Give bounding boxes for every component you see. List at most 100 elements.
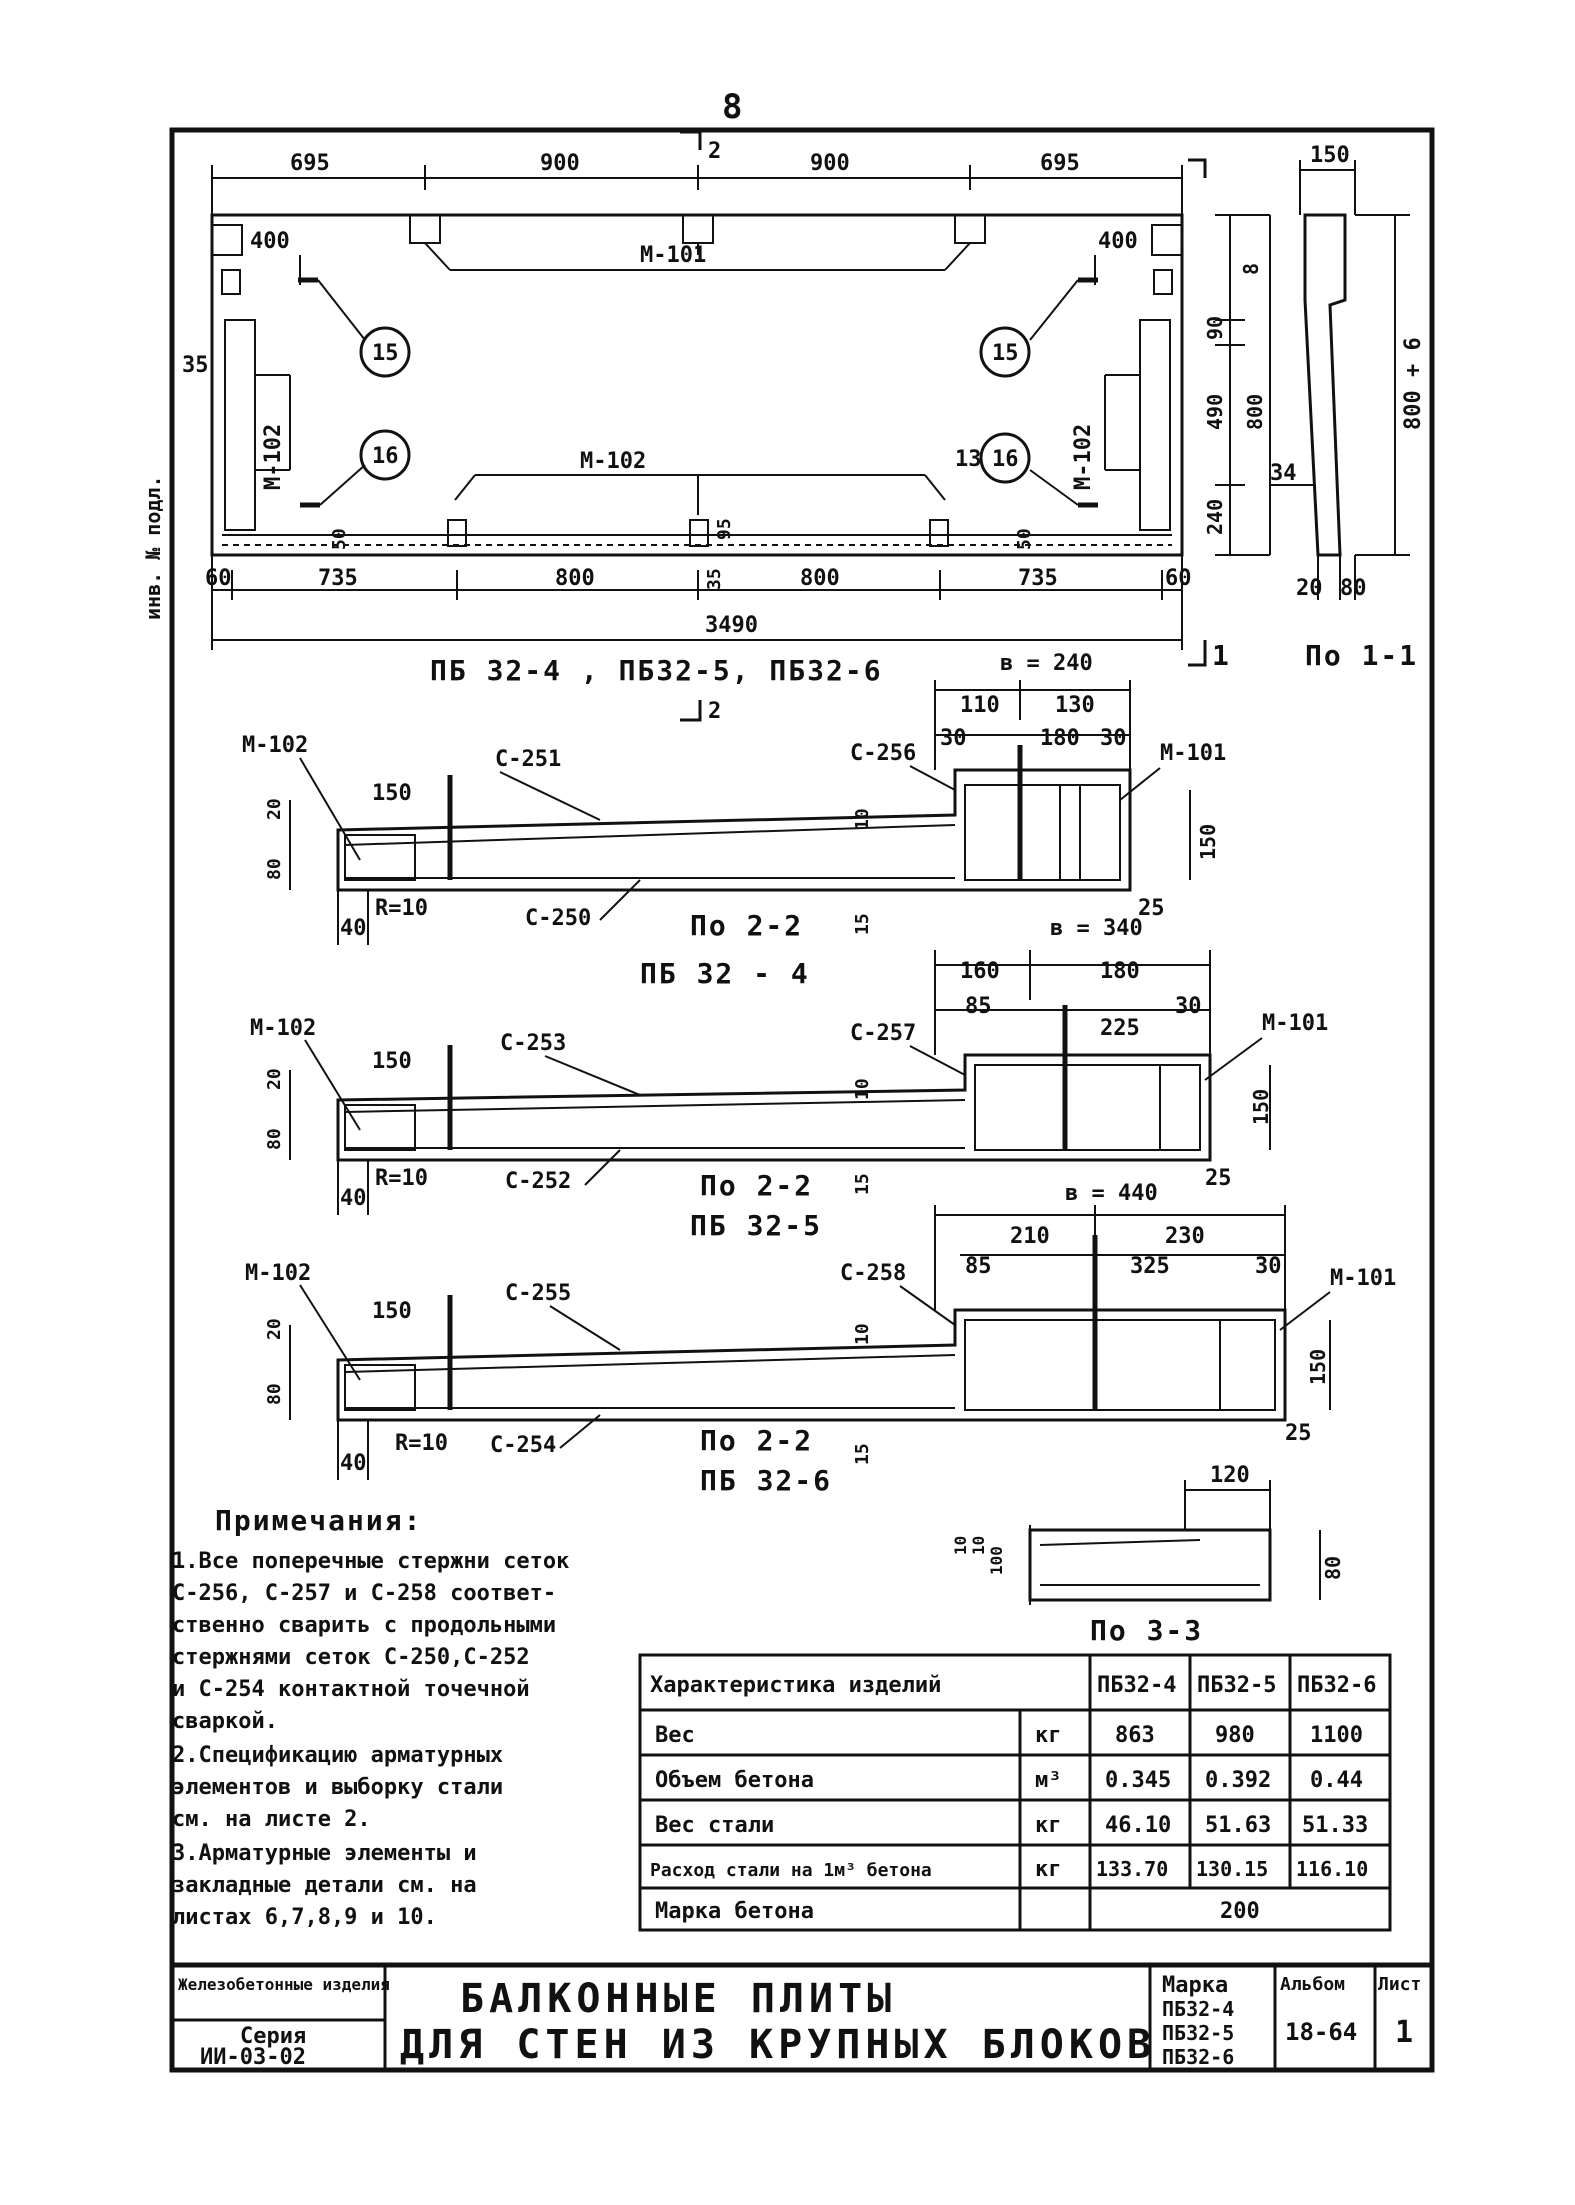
plan-bottom-dim-3: 800 — [555, 566, 595, 591]
plan-small-95: 95 — [714, 518, 735, 540]
plan-right-dim-3: 240 — [1203, 499, 1227, 535]
plan-right-400: 400 — [1098, 229, 1138, 254]
s3-top-row-3: 30 — [1255, 1254, 1282, 1279]
s3-dim-15: 15 — [852, 1443, 873, 1465]
table-row-0-v3: 1100 — [1310, 1723, 1363, 1748]
plan-bottom-dim-6: 60 — [1165, 566, 1192, 591]
s2-dim-15: 15 — [852, 1173, 873, 1195]
sheet-mark-top: 8 — [722, 87, 742, 127]
plan-small-13: 13 — [955, 447, 982, 472]
note-line-10: 3.Арматурные элементы и — [172, 1841, 477, 1866]
s1-dim-20: 20 — [264, 798, 285, 820]
section33-left-c: 100 — [987, 1546, 1006, 1575]
tb-mark-2: ПБ32-5 — [1162, 2021, 1234, 2045]
plan-total: 3490 — [705, 613, 758, 638]
s2-bottom-bar: С-252 — [505, 1169, 571, 1194]
s1-grid-top: С-256 — [850, 741, 916, 766]
s1-dim-40: 40 — [340, 916, 367, 941]
plan-callout-16-left: 16 — [372, 444, 399, 469]
s2-top-split-1: 160 — [960, 959, 1000, 984]
plan-bottom-dim-4: 800 — [800, 566, 840, 591]
plan-bottom-dim-5: 735 — [1018, 566, 1058, 591]
table-row-1-v1: 0.345 — [1105, 1768, 1171, 1793]
table-row-2-v1: 46.10 — [1105, 1813, 1171, 1838]
s2-top-row-1: 85 — [965, 994, 992, 1019]
table-row-3-v2: 130.15 — [1196, 1857, 1268, 1881]
s1-top-bar: С-251 — [495, 747, 561, 772]
plan-callout-16-right: 16 — [992, 447, 1019, 472]
s2-dim-80: 80 — [264, 1128, 285, 1150]
section33-top: 120 — [1210, 1463, 1250, 1488]
note-line-8: элементов и выборку стали — [172, 1775, 503, 1800]
s2-top-split-2: 180 — [1100, 959, 1140, 984]
note-line-6: сваркой. — [172, 1709, 278, 1734]
table-row-2-v2: 51.63 — [1205, 1813, 1271, 1838]
s3-top-bar: С-255 — [505, 1281, 571, 1306]
s3-dim-10: 10 — [852, 1323, 873, 1345]
plan-top-dim-2: 900 — [540, 151, 580, 176]
s1-top-split-2: 130 — [1055, 693, 1095, 718]
table-header-0: Характеристика изделий — [650, 1673, 941, 1698]
section11-dim-800-6: 800 + 6 — [1401, 337, 1426, 430]
tb-mark-1: ПБ32-4 — [1162, 1997, 1234, 2021]
s1-caption-2: ПБ 32 - 4 — [640, 957, 810, 990]
plan-top-dim-3: 900 — [810, 151, 850, 176]
section11-top: 150 — [1310, 143, 1350, 168]
notes: Примечания: 1.Все поперечные стержни сет… — [172, 1504, 569, 1930]
section33-caption: По 3-3 — [1090, 1614, 1203, 1647]
s2-b: в = 340 — [1050, 916, 1143, 941]
table-row-3-v1: 133.70 — [1096, 1857, 1168, 1881]
plan-right-dim-1: 90 — [1203, 316, 1227, 340]
tb-sheet: 1 — [1395, 2015, 1413, 2050]
s2-left-mark: М-102 — [250, 1016, 316, 1041]
section-1-1: 150 800 + 6 34 20 80 По 1-1 — [1270, 143, 1426, 672]
characteristics-table: Характеристика изделий ПБ32-4 ПБ32-5 ПБ3… — [638, 1653, 1392, 1932]
tb-sheet-label: Лист — [1378, 1974, 1421, 1995]
sheet-frame — [169, 127, 1435, 2073]
table-row-2-v3: 51.33 — [1302, 1813, 1368, 1838]
section-2-2-pb32-6: М-102 150 С-255 С-258 М-101 в = 440 210 … — [245, 1181, 1396, 1497]
note-line-5: и С-254 контактной точечной — [172, 1677, 530, 1702]
title-block: Железобетонные изделия Серия ИИ-03-02 БА… — [172, 1962, 1432, 2070]
s1-top-row-2: 180 — [1040, 726, 1080, 751]
plan-right-800: 800 — [1243, 394, 1267, 430]
plan-small-35-b: 35 — [704, 568, 725, 590]
note-line-3: ственно сварить с продольными — [172, 1613, 556, 1638]
table-row-1-unit: м³ — [1035, 1768, 1062, 1793]
section33-left-b: 10 — [969, 1536, 988, 1555]
table-header-2: ПБ32-4 — [1097, 1673, 1176, 1698]
note-line-7: 2.Спецификацию арматурных — [172, 1743, 503, 1768]
tb-title-line-2: ДЛЯ СТЕН ИЗ КРУПНЫХ БЛОКОВ — [400, 2022, 1156, 2068]
s3-left-mark: М-102 — [245, 1261, 311, 1286]
note-line-11: закладные детали см. на — [172, 1873, 477, 1898]
plan-top-dim-4: 695 — [1040, 151, 1080, 176]
s3-b: в = 440 — [1065, 1181, 1158, 1206]
plan-cut-mark-bottom: 2 — [708, 699, 721, 724]
s1-dim-80: 80 — [264, 858, 285, 880]
plan-bottom-dim-1: 60 — [205, 566, 232, 591]
tb-left-top: Железобетонные изделия — [178, 1975, 390, 1994]
s1-dim-15: 15 — [852, 913, 873, 935]
table-row-2-unit: кг — [1035, 1813, 1062, 1838]
plan-embedded-bottom: М-102 — [580, 449, 646, 474]
s1-b: в = 240 — [1000, 651, 1093, 676]
s1-dim-r: R=10 — [375, 896, 428, 921]
section11-bot-a: 20 — [1296, 576, 1323, 601]
table-row-0-unit: кг — [1035, 1723, 1062, 1748]
s2-dim-150: 150 — [372, 1049, 412, 1074]
s3-top-split-2: 230 — [1165, 1224, 1205, 1249]
section-2-2-pb32-5: М-102 150 С-253 С-257 М-101 в = 340 160 … — [250, 916, 1328, 1242]
s1-dim-25: 25 — [1138, 896, 1165, 921]
section33-right: 80 — [1321, 1556, 1345, 1580]
table-row-4-label: Марка бетона — [655, 1899, 814, 1924]
table-row-3-unit: кг — [1035, 1857, 1062, 1882]
table-row-3-label: Расход стали на 1м³ бетона — [650, 1860, 932, 1881]
s1-left-mark: М-102 — [242, 733, 308, 758]
plan-small-50-b: 50 — [1014, 528, 1035, 550]
plan-cut-mark-top: 2 — [708, 139, 721, 164]
section11-bot-b: 80 — [1340, 576, 1367, 601]
plan-right-8: 8 — [1239, 263, 1263, 275]
s1-dim-h: 150 — [1196, 824, 1220, 860]
note-line-4: стержнями сеток С-250,С-252 — [172, 1645, 530, 1670]
s3-dim-r: R=10 — [395, 1431, 448, 1456]
